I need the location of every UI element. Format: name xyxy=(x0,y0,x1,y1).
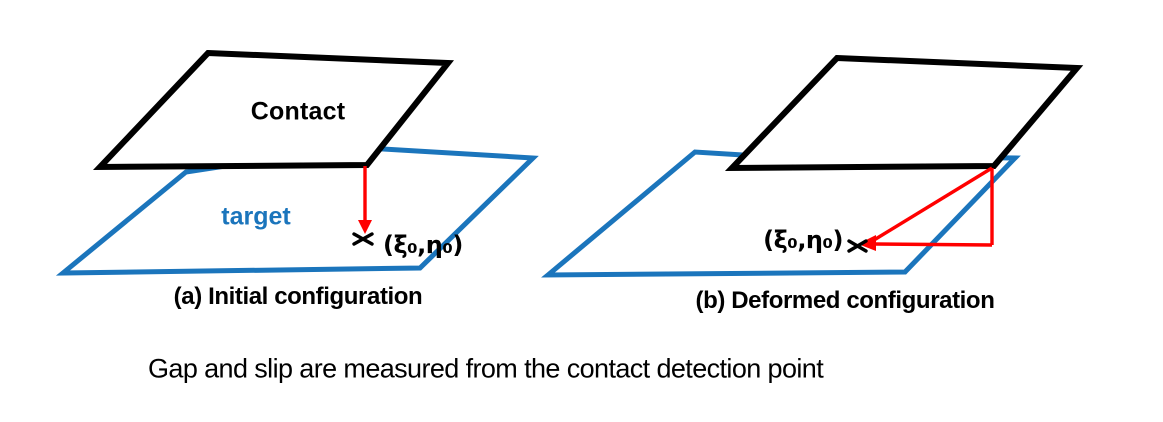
contact-point-coordinates-a: (ξ₀,η₀) xyxy=(383,231,463,259)
contact-point-x-marker-b xyxy=(847,239,868,253)
contact-point-x-marker-a xyxy=(352,232,374,246)
gap-arrow-head-a xyxy=(358,220,372,234)
slip-arrow-head-b xyxy=(858,235,876,251)
target-surface-label: target xyxy=(221,202,291,231)
caption-deformed-configuration: (b) Deformed configuration xyxy=(695,287,995,314)
slip-hypotenuse-line-b xyxy=(873,166,993,242)
target-surface-a xyxy=(55,144,539,276)
slip-horizontal-line-b xyxy=(873,242,993,247)
caption-initial-configuration: (a) Initial configuration xyxy=(173,283,423,310)
contact-point-coordinates-b: (ξ₀,η₀) xyxy=(763,226,843,254)
figure-footnote: Gap and slip are measured from the conta… xyxy=(148,353,824,384)
contact-surface-a xyxy=(92,49,455,171)
contact-surface-b xyxy=(724,54,1084,172)
contact-surface-label: Contact xyxy=(250,97,346,126)
